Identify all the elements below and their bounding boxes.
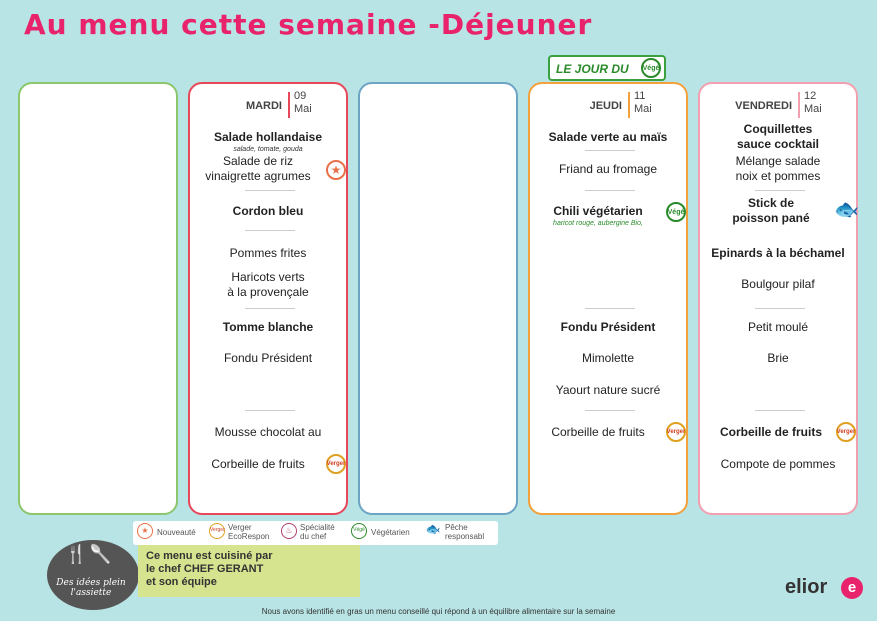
menu-item: Chili végétarien <box>553 204 643 218</box>
menu-item-detail: haricot rouge, aubergine Bio, <box>553 220 643 227</box>
menu-item: Friand au fromage <box>558 162 658 176</box>
vege-badge-icon: Végé <box>641 58 661 78</box>
jour-du-vege-label: LE JOUR DU <box>556 62 629 76</box>
divider <box>245 230 295 231</box>
day-month: Mai <box>634 103 652 115</box>
fish-icon: 🐟 <box>425 523 441 539</box>
chef-line-2: le chef CHEF GERANT <box>146 563 264 575</box>
day-column-empty-2 <box>358 82 518 515</box>
menu-item: Compote de pommes <box>720 457 836 471</box>
menu-item: à la provençale <box>227 285 309 299</box>
menu-item: Salade verte au maïs <box>548 130 668 144</box>
menu-item: Fondu Président <box>223 351 313 365</box>
day-month: Mai <box>804 103 822 115</box>
menu-item: Corbeille de fruits <box>551 425 645 439</box>
menu-item: sauce cocktail <box>736 137 820 151</box>
vege-badge-icon: Végé <box>351 523 367 539</box>
day-month: Mai <box>294 103 312 115</box>
divider <box>585 190 635 191</box>
legend-vegetarien: Végétarien <box>371 528 410 537</box>
day-header: MARDI 09 Mai <box>190 90 346 118</box>
divider <box>755 190 805 191</box>
day-number: 12 <box>804 90 817 102</box>
chef-line-3: et son équipe <box>146 576 217 588</box>
menu-item: Brie <box>767 351 789 365</box>
star-icon: ★ <box>326 160 346 180</box>
day-column-empty-1 <box>18 82 178 515</box>
menu-item: Stick de <box>747 196 795 210</box>
menu-item: Corbeille de fruits <box>719 425 823 439</box>
divider <box>755 308 805 309</box>
menu-item: Boulgour pilaf <box>741 277 815 291</box>
menu-item: Coquillettes <box>743 122 813 136</box>
menu-item: Haricots verts <box>231 270 305 284</box>
legend: ★ Nouveauté Verger Verger EcoRespon ♨ Sp… <box>133 521 498 545</box>
vege-badge-icon: Végé <box>666 202 686 222</box>
day-header: VENDREDI 12 Mai <box>700 90 856 118</box>
day-separator <box>288 92 290 118</box>
legend-nouveaute: Nouveauté <box>157 528 196 537</box>
day-date: 09 Mai <box>294 90 312 116</box>
day-date: 12 Mai <box>804 90 822 116</box>
legend-specialite: Spécialité du chef <box>300 523 335 541</box>
menu-item: Tomme blanche <box>222 320 314 334</box>
star-icon: ★ <box>137 523 153 539</box>
menu-item: noix et pommes <box>735 169 821 183</box>
chef-hat-icon: ♨ <box>281 523 297 539</box>
divider <box>585 150 635 151</box>
menu-item: poisson pané <box>732 211 810 225</box>
divider <box>245 410 295 411</box>
menu-item: Salade hollandaise <box>213 130 323 144</box>
jour-du-vege-banner: LE JOUR DU Végé <box>548 55 666 81</box>
day-number: 11 <box>634 90 646 102</box>
chef-line-1: Ce menu est cuisiné par <box>146 550 273 562</box>
menu-item: Pommes frites <box>229 246 307 260</box>
page-title: Au menu cette semaine -Déjeuner <box>24 8 593 41</box>
logo-badge: 🍴🥄 <box>47 540 139 610</box>
menu-item: Epinards à la béchamel <box>711 246 845 260</box>
day-column-mardi: MARDI 09 Mai Salade hollandaise salade, … <box>188 82 348 515</box>
day-name: MARDI <box>245 100 282 112</box>
menu-item: Mélange salade <box>735 154 821 168</box>
day-name: JEUDI <box>589 100 622 112</box>
apple-icon: Verger <box>209 523 225 539</box>
menu-item: Fondu Président <box>560 320 656 334</box>
day-column-jeudi: JEUDI 11 Mai Salade verte au maïs Friand… <box>528 82 688 515</box>
day-header: JEUDI 11 Mai <box>530 90 686 118</box>
menu-item: Yaourt nature sucré <box>555 383 661 397</box>
legend-peche: Pêche responsabl <box>445 523 485 541</box>
day-separator <box>798 92 800 118</box>
legend-verger: Verger EcoRespon <box>228 523 270 541</box>
divider <box>585 410 635 411</box>
utensils-icon: 🍴🥄 <box>65 544 114 564</box>
menu-item: Cordon bleu <box>232 204 304 218</box>
menu-item-detail: salade, tomate, gouda <box>233 146 303 153</box>
day-separator <box>628 92 630 118</box>
logo-text: Des idées plein l'assiette <box>56 578 126 598</box>
divider <box>245 190 295 191</box>
apple-icon: Verger <box>326 454 346 474</box>
menu-item: Mousse chocolat au <box>214 425 322 439</box>
divider <box>245 308 295 309</box>
day-number: 09 <box>294 90 307 102</box>
apple-icon: Verger <box>836 422 856 442</box>
brand-e-icon: e <box>841 577 863 599</box>
menu-item: Petit moulé <box>747 320 809 334</box>
apple-icon: Verger <box>666 422 686 442</box>
brand-logo: elior <box>785 576 828 598</box>
menu-item: Salade de riz vinaigrette agrumes <box>205 154 311 183</box>
day-name: VENDREDI <box>735 100 792 112</box>
divider <box>585 308 635 309</box>
menu-item: Corbeille de fruits <box>211 457 305 471</box>
day-column-vendredi: VENDREDI 12 Mai Coquillettes sauce cockt… <box>698 82 859 515</box>
fish-icon: 🐟 <box>834 199 859 221</box>
footer-note: Nous avons identifié en gras un menu con… <box>261 607 616 616</box>
chef-box: Ce menu est cuisiné par le chef CHEF GER… <box>138 545 360 597</box>
menu-item: Mimolette <box>581 351 634 365</box>
divider <box>755 410 805 411</box>
day-date: 11 Mai <box>634 90 652 116</box>
